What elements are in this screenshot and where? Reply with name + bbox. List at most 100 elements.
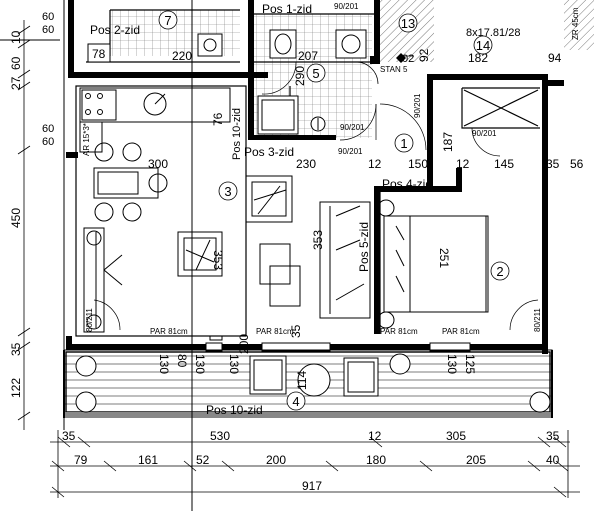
dim-label: 130 [227, 354, 241, 374]
kitchen-counter [79, 87, 231, 153]
dim-label: 35 [289, 324, 303, 338]
marker-label: 02 [402, 53, 414, 65]
bottom-dim-label: 40 [546, 453, 560, 467]
left-dim-label: 27 [9, 76, 23, 90]
sofa-left [83, 227, 123, 333]
dim-label: 220 [172, 49, 192, 63]
diamond-marker [396, 53, 406, 63]
pos-4-label: Pos 4-zid [382, 177, 432, 191]
pos-5-label: Pos 5-zid [357, 222, 371, 272]
dim-label: 251 [437, 248, 451, 268]
bottom-dimension-lines [50, 430, 580, 498]
stan-label: STAN 5 [380, 65, 408, 74]
bottom-dim-label: 35 [62, 429, 76, 443]
coffee-table [259, 243, 301, 307]
ar-label: AR 15*3* [82, 123, 91, 156]
dim-label: 35 [546, 157, 560, 171]
room-markers [158, 10, 510, 411]
dim-label: 230 [296, 157, 316, 171]
bathroom-fixtures [87, 29, 367, 135]
dim-label: 300 [148, 157, 168, 171]
left-dimension-line [17, 20, 31, 430]
bottom-dim-label: 35 [546, 429, 560, 443]
dim-label: 207 [298, 49, 318, 63]
dim-label: 114 [295, 371, 309, 390]
left-dim-label: 60 [42, 136, 54, 148]
dim-label: 12 [368, 157, 382, 171]
door-label: 90/201 [472, 129, 497, 138]
dim-label: 187 [441, 132, 455, 152]
door-label: 80/211 [533, 308, 542, 332]
door-label: 90/201 [338, 147, 363, 156]
room-number-1: 1 [400, 136, 407, 151]
room-number-4: 4 [292, 394, 299, 409]
dim-label: 12 [456, 157, 470, 171]
room-number-3: 3 [224, 184, 231, 199]
dim-label: 80 [175, 354, 189, 368]
total-dim-label: 917 [302, 479, 322, 493]
pos-10-vertical-label: Pos 10-zid [231, 108, 243, 160]
stair-hatch-right [564, 0, 594, 50]
bed [377, 199, 489, 329]
bottom-dim-label: 205 [466, 453, 486, 467]
door-label: 80/211 [85, 308, 94, 332]
bottom-dim-label: 52 [196, 453, 210, 467]
pos-1-label: Pos 1-zid [262, 2, 312, 16]
bottom-dim-label: 530 [210, 429, 230, 443]
par-label: PAR 81cm [150, 327, 188, 336]
dim-label: 78 [92, 47, 106, 61]
left-dim-label: 10 [9, 30, 23, 44]
door-label: 90/201 [334, 2, 359, 11]
dim-label: 150 [408, 157, 428, 171]
door-label: 90/201 [340, 123, 365, 132]
door-label: 90/201 [413, 93, 422, 118]
left-dim-label: 60 [9, 56, 23, 70]
bottom-dim-label: 12 [368, 429, 382, 443]
dim-label: 353 [211, 250, 225, 270]
dim-label: 94 [548, 51, 562, 65]
left-dim-label: 122 [9, 378, 23, 398]
dim-label: 353 [311, 230, 325, 250]
dim-label: 125 [463, 354, 477, 374]
pos-3-label: Pos 3-zid [244, 145, 294, 159]
left-dim-label: 450 [9, 208, 23, 228]
room-number-2: 2 [496, 264, 503, 279]
left-dim-label: 35 [9, 342, 23, 356]
dim-label: 200 [237, 334, 251, 354]
pos-2-label: Pos 2-zid [90, 23, 140, 37]
dim-label: 76 [211, 112, 225, 126]
room-number-7: 7 [164, 13, 171, 28]
dim-label: 130 [157, 354, 171, 374]
door-swings [93, 55, 539, 331]
dining-table [93, 142, 168, 222]
dim-label: 290 [293, 66, 307, 86]
par-label: PAR 81cm [380, 327, 418, 336]
dim-label: 130 [445, 354, 459, 374]
pos-10-label: Pos 10-zid [206, 403, 263, 417]
par-label: PAR 81cm [256, 327, 294, 336]
dim-label: 145 [494, 157, 514, 171]
dim-label: 182 [468, 51, 488, 65]
bottom-dim-label: 305 [446, 429, 466, 443]
balcony-furniture [75, 353, 551, 413]
sofa-right [319, 201, 371, 319]
dim-label: 130 [193, 354, 207, 374]
room-number-5: 5 [312, 66, 319, 81]
bottom-dim-label: 200 [266, 453, 286, 467]
left-dim-label: 60 [42, 24, 54, 36]
stair-label: 8x17.81/28 [466, 27, 520, 39]
armchair-1 [245, 175, 293, 223]
bottom-dim-label: 161 [138, 453, 158, 467]
stair-vertical-label: ZR 45cm [571, 7, 580, 40]
armchair-2 [177, 231, 223, 277]
left-dim-label: 60 [42, 11, 54, 23]
room-number-13: 13 [401, 16, 415, 31]
par-label: PAR 81cm [442, 327, 480, 336]
left-dim-label: 60 [42, 123, 54, 135]
dim-label: 92 [417, 48, 431, 62]
room-number-14: 14 [476, 38, 490, 53]
bottom-dim-label: 79 [74, 453, 88, 467]
bottom-dim-label: 180 [366, 453, 386, 467]
walls [66, 0, 564, 354]
